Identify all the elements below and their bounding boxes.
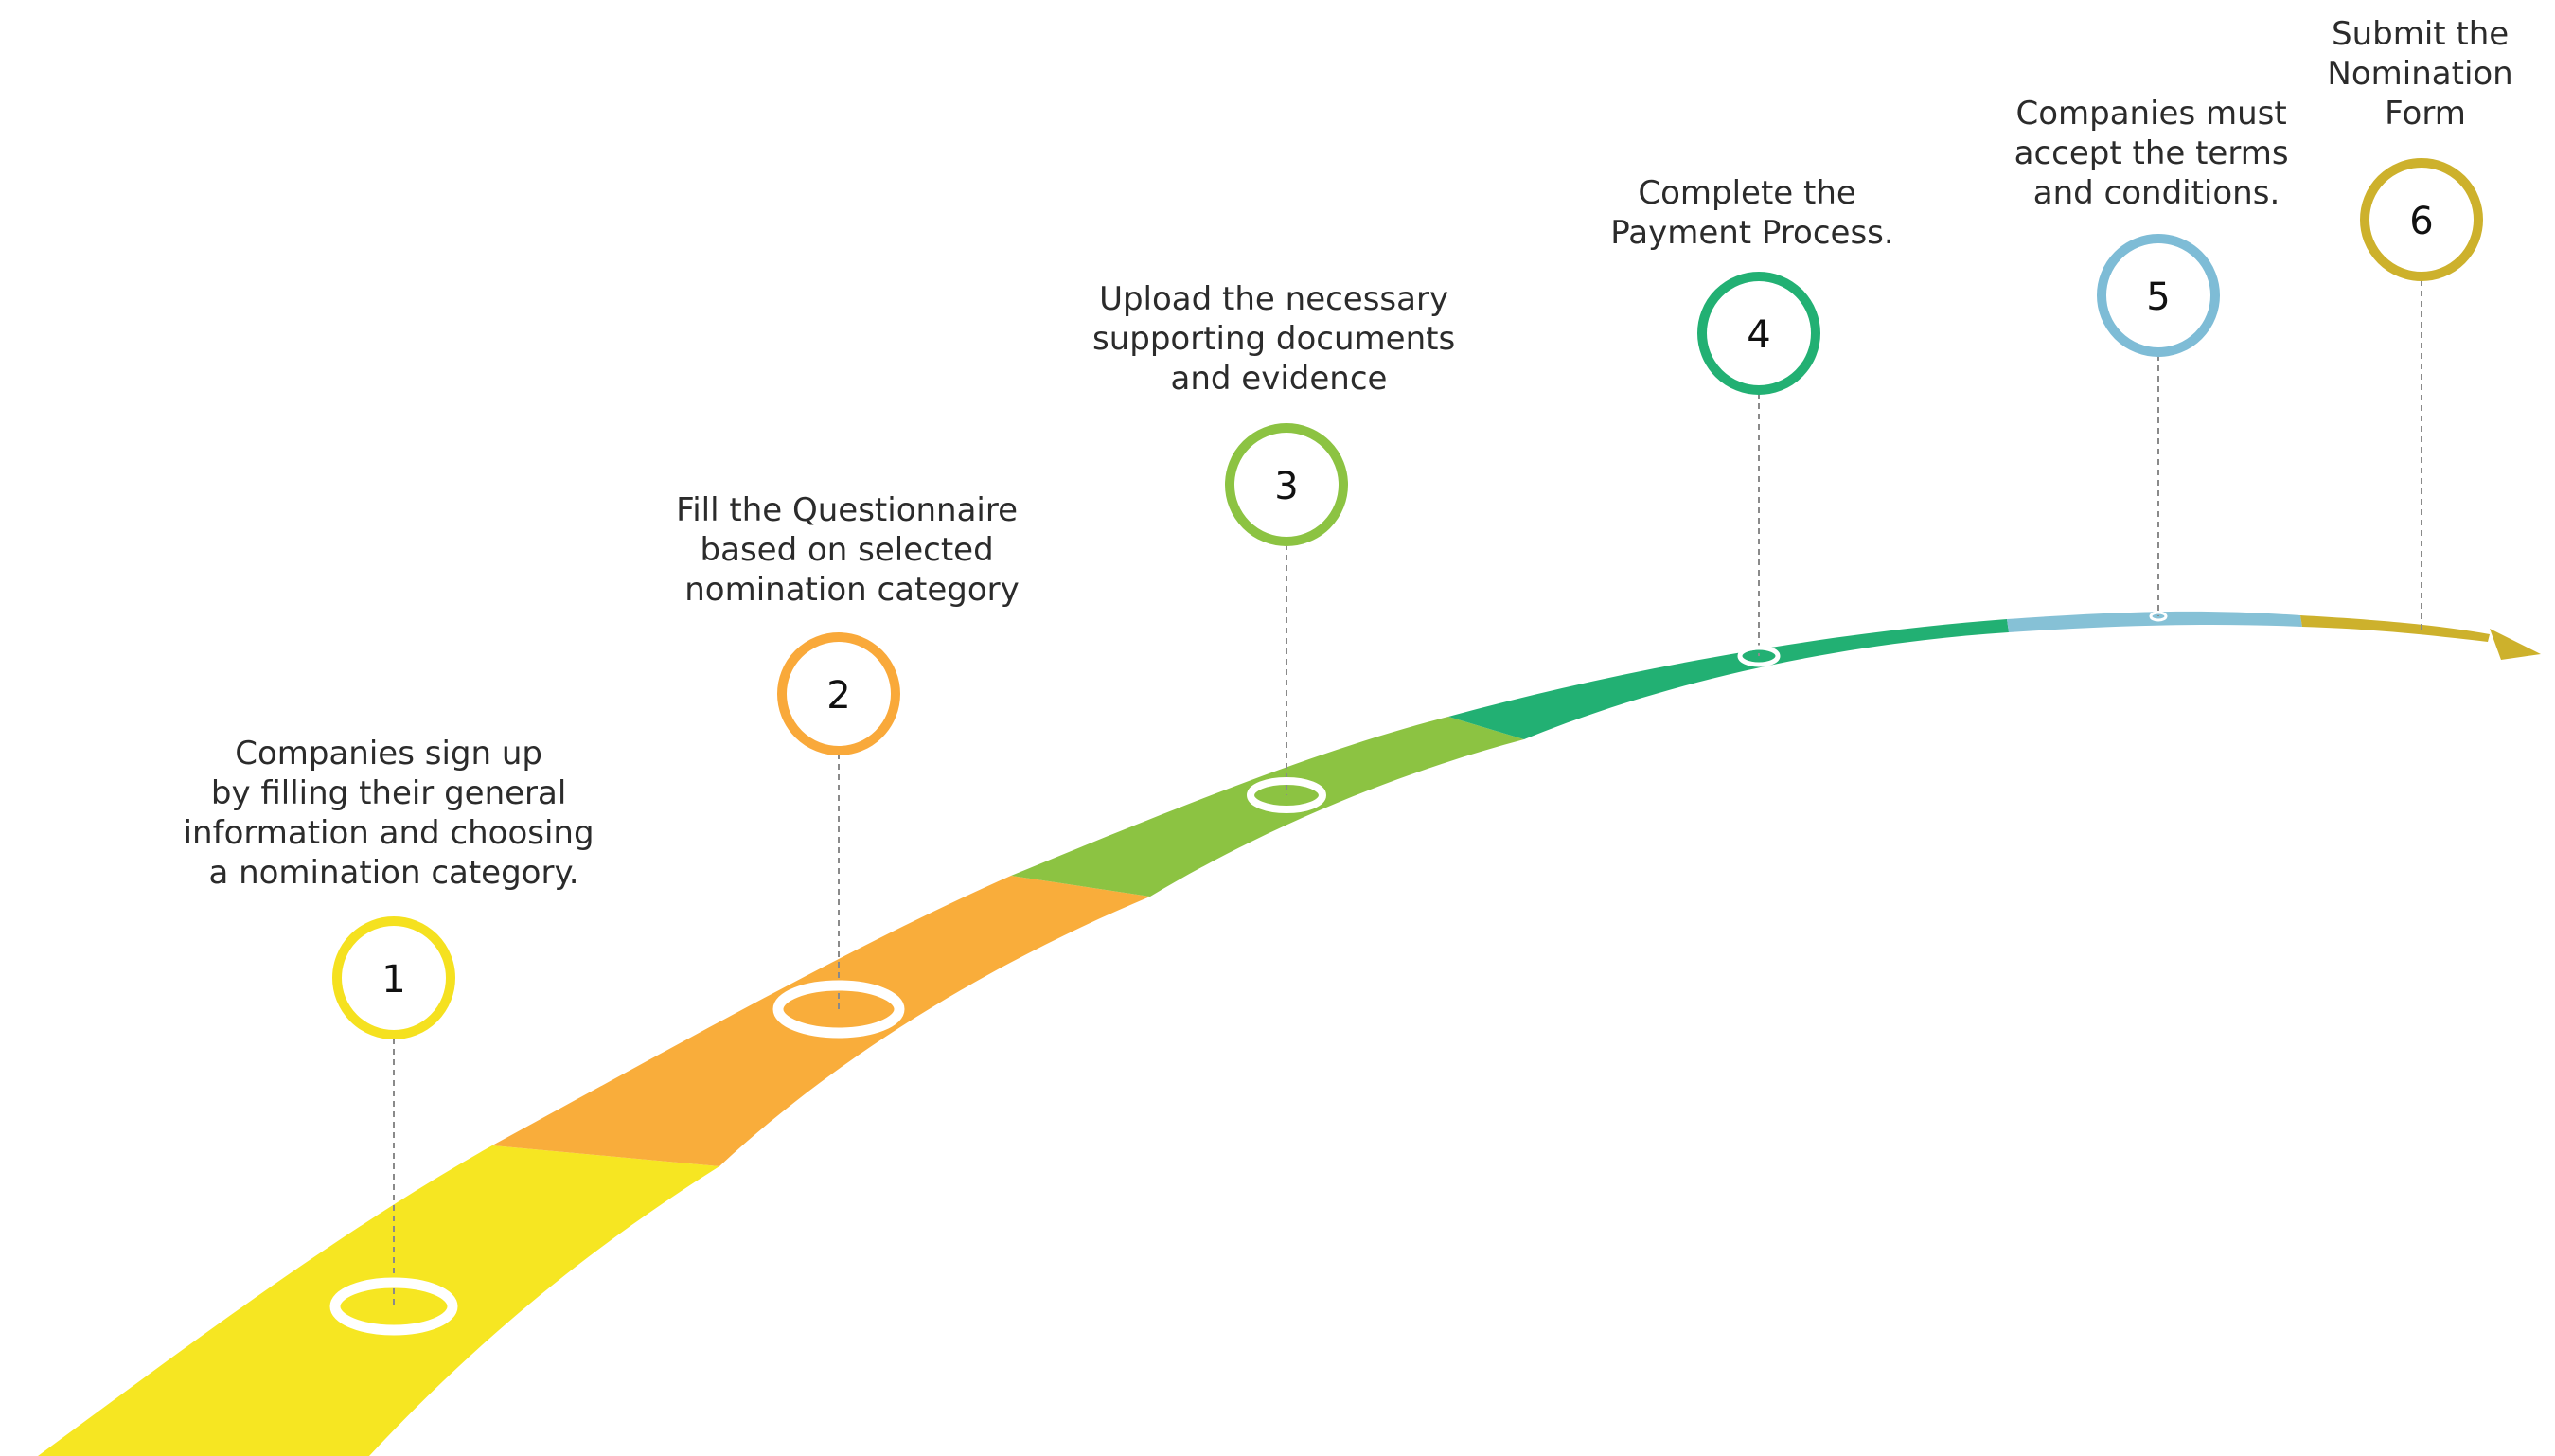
step-6-label-line: Form [2385, 95, 2466, 133]
step-5-road-marker [2149, 611, 2168, 622]
step-5: 5 Companies must accept the terms and co… [2014, 95, 2299, 622]
step-5-circle [2097, 234, 2220, 357]
step-1-circle [332, 916, 455, 1039]
step-6-label: Submit the Nomination Form [2327, 15, 2523, 133]
step-4-label: Complete the Payment Process. [1610, 174, 1893, 252]
step-5-label-line: accept the terms [2014, 134, 2289, 172]
step-2-road-marker [772, 980, 905, 1039]
step-1-label-line: information and choosing [184, 814, 594, 852]
step-5-number: 5 [2146, 275, 2170, 319]
step-3-label-line: and evidence [1171, 360, 1388, 398]
road-segment-6 [2300, 615, 2490, 642]
step-2-label-line: Fill the Questionnaire [676, 491, 1018, 529]
step-6-label-line: Nomination [2327, 55, 2512, 93]
step-4-label-line: Complete the [1638, 174, 1855, 212]
step-4-number: 4 [1747, 313, 1770, 357]
step-2: 2 Fill the Questionnaire based on select… [676, 491, 1028, 1039]
steps-layer: 1 Companies sign up by filling their gen… [184, 15, 2523, 1336]
step-1-label: Companies sign up by filling their gener… [184, 735, 605, 892]
step-2-label-line: based on selected [701, 531, 994, 569]
step-6-circle [2360, 158, 2483, 281]
step-2-label: Fill the Questionnaire based on selected… [676, 491, 1028, 609]
step-3-road-marker [1247, 777, 1326, 813]
step-4-label-line: Payment Process. [1610, 214, 1893, 252]
step-6-number: 6 [2409, 200, 2433, 243]
step-3-label: Upload the necessary supporting document… [1092, 280, 1465, 398]
step-2-label-line: nomination category [684, 571, 1020, 609]
step-2-number: 2 [826, 674, 850, 718]
step-3-label-line: supporting documents [1092, 320, 1455, 358]
road-segment-1 [38, 1145, 719, 1456]
step-5-label: Companies must accept the terms and cond… [2014, 95, 2299, 212]
road-segment-5 [2007, 611, 2302, 632]
step-1: 1 Companies sign up by filling their gen… [184, 735, 605, 1336]
step-6: 6 Submit the Nomination Form [2327, 15, 2523, 632]
road-arrowhead [2490, 629, 2541, 660]
step-4-road-marker [1737, 645, 1781, 667]
step-1-label-line: by filling their general [211, 774, 566, 812]
road-segment-2 [492, 876, 1150, 1166]
step-5-label-line: and conditions. [2033, 174, 2280, 212]
step-1-label-line: Companies sign up [235, 735, 542, 772]
step-1-number: 1 [381, 958, 405, 1002]
step-4: 4 Complete the Payment Process. [1610, 174, 1894, 667]
step-2-circle [777, 632, 900, 755]
step-3: 3 Upload the necessary supporting docume… [1092, 280, 1465, 813]
step-3-circle [1225, 423, 1348, 546]
step-4-circle [1697, 272, 1820, 395]
step-5-label-line: Companies must [2015, 95, 2286, 133]
step-1-label-line: a nomination category. [208, 854, 578, 892]
step-3-label-line: Upload the necessary [1099, 280, 1448, 318]
road-segment-4 [1448, 619, 2009, 739]
step-3-number: 3 [1274, 465, 1298, 508]
step-6-label-line: Submit the [2332, 15, 2509, 53]
step-1-road-marker [329, 1277, 458, 1336]
